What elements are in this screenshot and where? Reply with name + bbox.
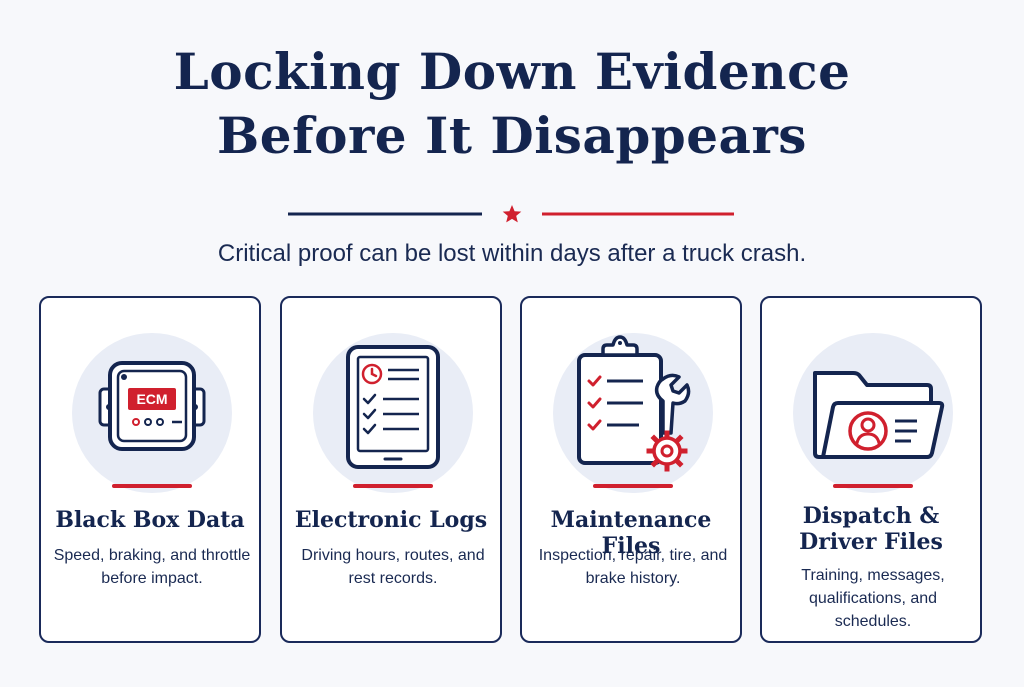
ecm-module-icon: ECM: [98, 361, 206, 451]
subtitle: Critical proof can be lost within days a…: [217, 240, 807, 267]
ecm-label: ECM: [136, 391, 167, 407]
title-divider: [288, 205, 734, 223]
card-maintenance-files: Maintenance Files Inspection, repair, ti…: [520, 296, 742, 643]
icon-circle: [313, 333, 473, 493]
gear-icon: [646, 430, 688, 472]
accent-underline: [593, 484, 673, 488]
card-title-line-1: Dispatch &: [802, 503, 940, 529]
icon-circle: ECM: [72, 333, 232, 493]
card-dispatch-driver-files: Dispatch & Driver Files Training, messag…: [760, 296, 982, 643]
folder-profile-icon: [813, 371, 945, 459]
card-description: Speed, braking, and throttle before impa…: [53, 547, 251, 587]
star-icon: [502, 205, 522, 223]
accent-underline: [353, 484, 433, 488]
tablet-log-icon: [346, 345, 440, 469]
card-electronic-logs: Electronic Logs Driving hours, routes, a…: [280, 296, 502, 643]
card-title: Black Box Data: [55, 507, 245, 533]
accent-underline: [112, 484, 192, 488]
icon-circle: [793, 333, 953, 493]
card-title: Maintenance Files: [550, 507, 712, 559]
card-description: Inspection, repair, tire, and brake hist…: [538, 547, 728, 587]
clipboard-wrench-icon: [577, 335, 691, 472]
title-line-2: Before It Disappears: [217, 106, 807, 165]
card-black-box-data: ECM Black Box Data Speed, braking, and t…: [39, 296, 261, 643]
accent-underline: [833, 484, 913, 488]
page-title: Locking Down Evidence Before It Disappea…: [0, 40, 1024, 168]
card-description: Driving hours, routes, and rest records.: [301, 547, 485, 587]
title-line-1: Locking Down Evidence: [173, 42, 851, 101]
card-description: Training, messages, qualifications, and …: [801, 567, 945, 630]
evidence-cards: ECM Black Box Data Speed, braking, and t…: [39, 296, 985, 645]
card-title-line-2: Driver Files: [799, 529, 943, 555]
card-title: Dispatch & Driver Files: [762, 503, 980, 555]
card-title: Electronic Logs: [294, 507, 488, 533]
icon-circle: [553, 333, 713, 493]
